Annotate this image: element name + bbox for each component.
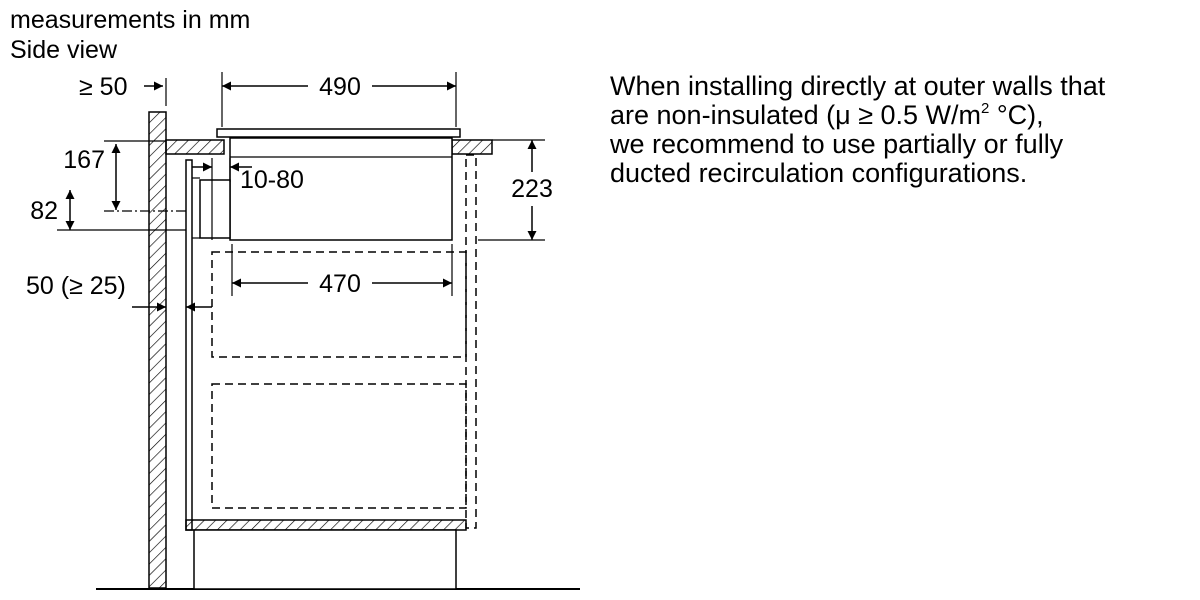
note-line-2: are non-insulated (μ ≥ 0.5 W/m2 °C), (610, 101, 1190, 130)
cabinet-bottom-shelf (185, 519, 467, 531)
dim-490-label: 490 (319, 73, 361, 101)
note-line-2-unit: °C), (989, 100, 1044, 130)
drawer-lower (211, 383, 467, 509)
dim-223-label: 223 (511, 175, 553, 203)
worktop-left (165, 139, 225, 155)
note-line-4: ducted recirculation configurations. (610, 158, 1028, 188)
dim-167-label: 167 (63, 146, 105, 174)
drawer-front (465, 154, 477, 529)
note-line-3: we recommend to use partially or fully (610, 129, 1064, 159)
worktop-right (451, 139, 493, 155)
dim-470-label: 470 (319, 270, 361, 298)
note-line-2-superscript: 2 (981, 100, 990, 117)
rear-outlet (199, 179, 231, 239)
drawer-upper (211, 251, 467, 358)
dim-wall-gap-label: 50 (≥ 25) (26, 272, 126, 300)
dim-10-80-label: 10-80 (240, 166, 304, 194)
note-line-2-text: are non-insulated (μ ≥ 0.5 W/m (610, 100, 982, 130)
installation-note: When installing directly at outer walls … (610, 72, 1190, 188)
outer-wall (148, 111, 167, 589)
dim-82-label: 82 (30, 197, 58, 225)
cabinet-back-panel (185, 159, 193, 531)
hob-body (229, 137, 453, 241)
units-label: measurements in mm (10, 6, 250, 34)
plinth (193, 529, 457, 590)
dim-wall-clearance-label: ≥ 50 (79, 73, 127, 101)
hob-glass-top (216, 128, 461, 138)
view-label: Side view (10, 36, 118, 64)
note-line-1: When installing directly at outer walls … (610, 71, 1106, 101)
